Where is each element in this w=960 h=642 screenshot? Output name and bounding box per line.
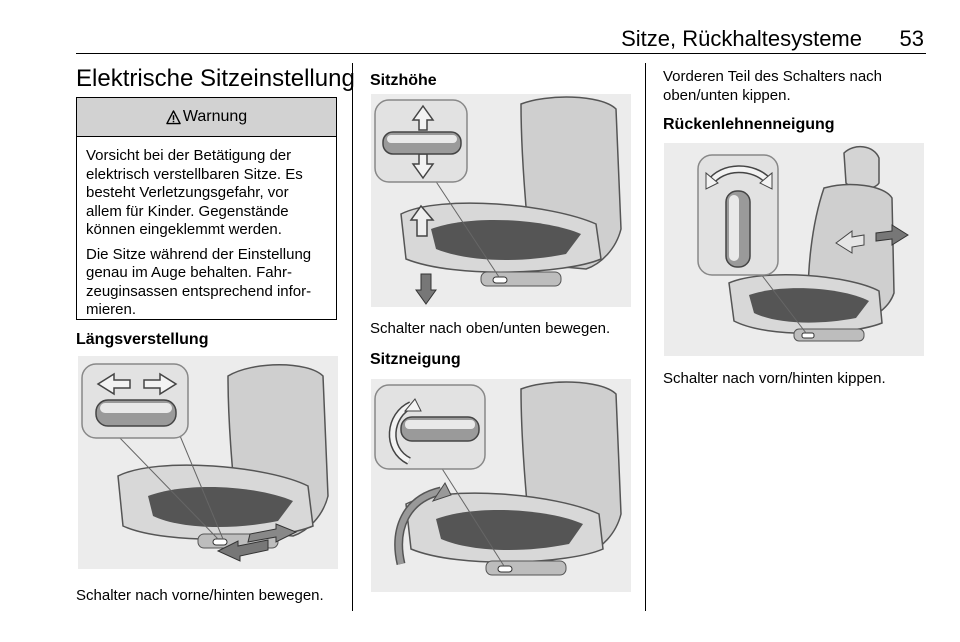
subheading-sitzneigung: Sitzneigung (370, 351, 461, 368)
page-number: 53 (899, 26, 924, 51)
seat-illustration-height (371, 94, 631, 307)
seat-illustration-backrest (664, 143, 924, 356)
column-divider-2 (645, 63, 646, 611)
seat-illustration-tilt (371, 379, 631, 592)
subheading-laengsverstellung: Längsverstellung (76, 331, 209, 348)
warning-box: Warnung Vorsicht bei der Betätigung der … (76, 97, 337, 320)
warning-icon (166, 109, 181, 124)
warning-label: Warnung (182, 108, 248, 125)
subheading-sitzhoehe: Sitzhöhe (370, 72, 437, 89)
warning-header: Warnung (77, 98, 336, 137)
seat-illustration-fore-aft (78, 356, 338, 569)
caption-fore-aft: Schalter nach vorne/hinten bewegen. (76, 587, 324, 604)
column-divider-1 (352, 63, 353, 611)
intro-text: Vorderen Teil des Schalters nach oben/un… (663, 68, 883, 104)
subheading-rueckenlehnenneigung: Rückenlehnenneigung (663, 116, 835, 133)
section-heading: Elektrische Sitzeinstellung (76, 65, 355, 92)
warning-body: Vorsicht bei der Betätigung der elektris… (77, 137, 336, 320)
header-rule (76, 53, 926, 54)
caption-height: Schalter nach oben/unten bewegen. (370, 320, 611, 337)
caption-backrest: Schalter nach vorn/hinten kippen. (663, 370, 886, 387)
warning-text-2: Die Sitze während der Einstellung genau … (86, 245, 312, 319)
warning-text-1: Vorsicht bei der Betätigung der elektris… (86, 147, 303, 238)
page-header-title: Sitze, Rückhaltesysteme (621, 26, 862, 51)
